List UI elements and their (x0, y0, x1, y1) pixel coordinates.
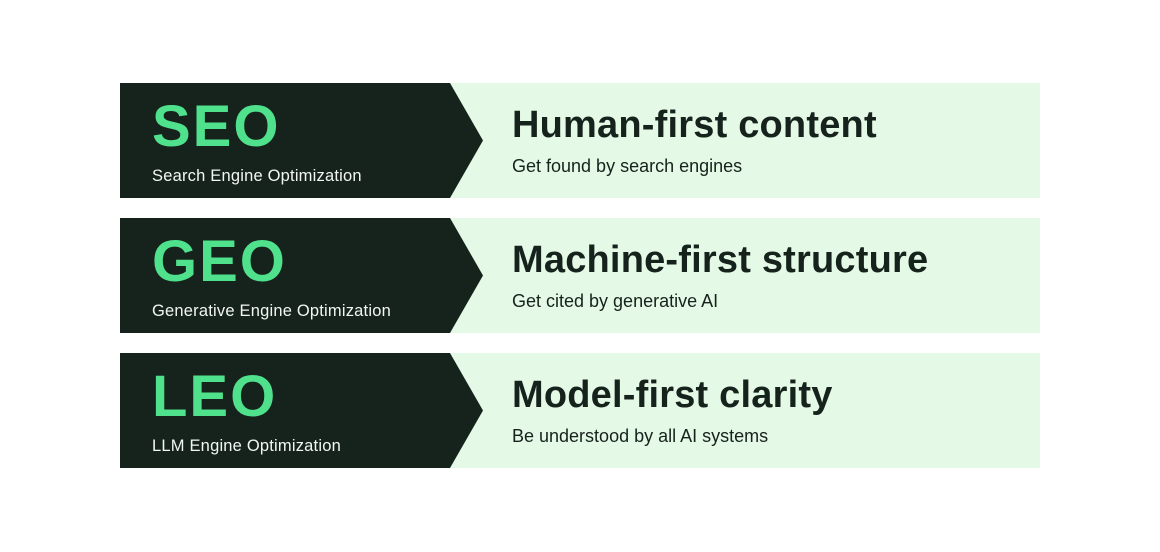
panel-description: Be understood by all AI systems (512, 426, 769, 447)
row-seo: SEO Search Engine Optimization Human-fir… (120, 83, 1040, 198)
seo-geo-leo-infographic: SEO Search Engine Optimization Human-fir… (120, 83, 1040, 468)
panel-heading: Model-first clarity (512, 373, 833, 416)
detail-panel-leo: Model-first clarity Be understood by all… (450, 353, 1040, 468)
full-name-text: Search Engine Optimization (152, 166, 362, 185)
detail-panel-seo: Human-first content Get found by search … (450, 83, 1040, 198)
panel-heading: Machine-first structure (512, 238, 929, 281)
acronym-text: GEO (152, 228, 287, 294)
panel-description: Get cited by generative AI (512, 291, 719, 312)
row-geo: GEO Generative Engine Optimization Machi… (120, 218, 1040, 333)
panel-description: Get found by search engines (512, 156, 743, 177)
term-label-seo: SEO Search Engine Optimization (120, 83, 483, 198)
term-label-geo: GEO Generative Engine Optimization (120, 218, 483, 333)
acronym-text: SEO (152, 93, 281, 159)
row-leo: LEO LLM Engine Optimization Model-first … (120, 353, 1040, 468)
detail-panel-geo: Machine-first structure Get cited by gen… (450, 218, 1040, 333)
acronym-text: LEO (152, 363, 278, 429)
full-name-text: LLM Engine Optimization (152, 436, 341, 455)
panel-heading: Human-first content (512, 103, 877, 146)
term-label-leo: LEO LLM Engine Optimization (120, 353, 483, 468)
full-name-text: Generative Engine Optimization (152, 301, 391, 320)
